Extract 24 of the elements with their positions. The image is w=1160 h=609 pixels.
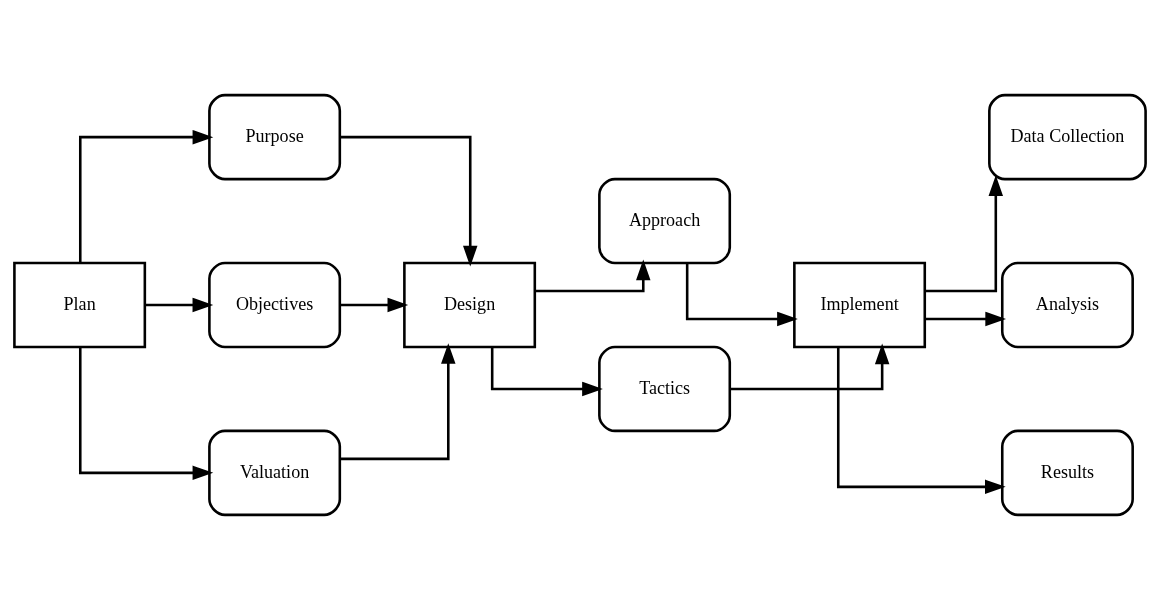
node-box: Valuation — [208, 429, 342, 516]
arrow — [78, 129, 214, 263]
arrow — [836, 346, 1006, 494]
arrow — [490, 346, 603, 396]
arrow — [925, 311, 1006, 326]
node-box: Design — [403, 261, 537, 348]
node-box: Implement — [793, 261, 927, 348]
arrow — [78, 346, 214, 480]
arrow — [535, 258, 651, 292]
arrow — [685, 262, 798, 326]
node-box: Analysis — [1000, 261, 1134, 348]
node-box: Plan — [13, 261, 147, 348]
arrow — [924, 174, 1004, 292]
node-box: Purpose — [208, 93, 342, 180]
arrow — [340, 342, 456, 460]
arrow — [145, 297, 214, 312]
node-box: Approach — [598, 177, 732, 264]
arrow — [729, 343, 890, 390]
node-box: Results — [1000, 429, 1134, 516]
node-box: Data Collection — [988, 93, 1147, 180]
node-box: Objectives — [208, 261, 342, 348]
arrow — [340, 297, 409, 312]
node-box: Tactics — [598, 345, 732, 432]
arrow — [340, 135, 478, 267]
